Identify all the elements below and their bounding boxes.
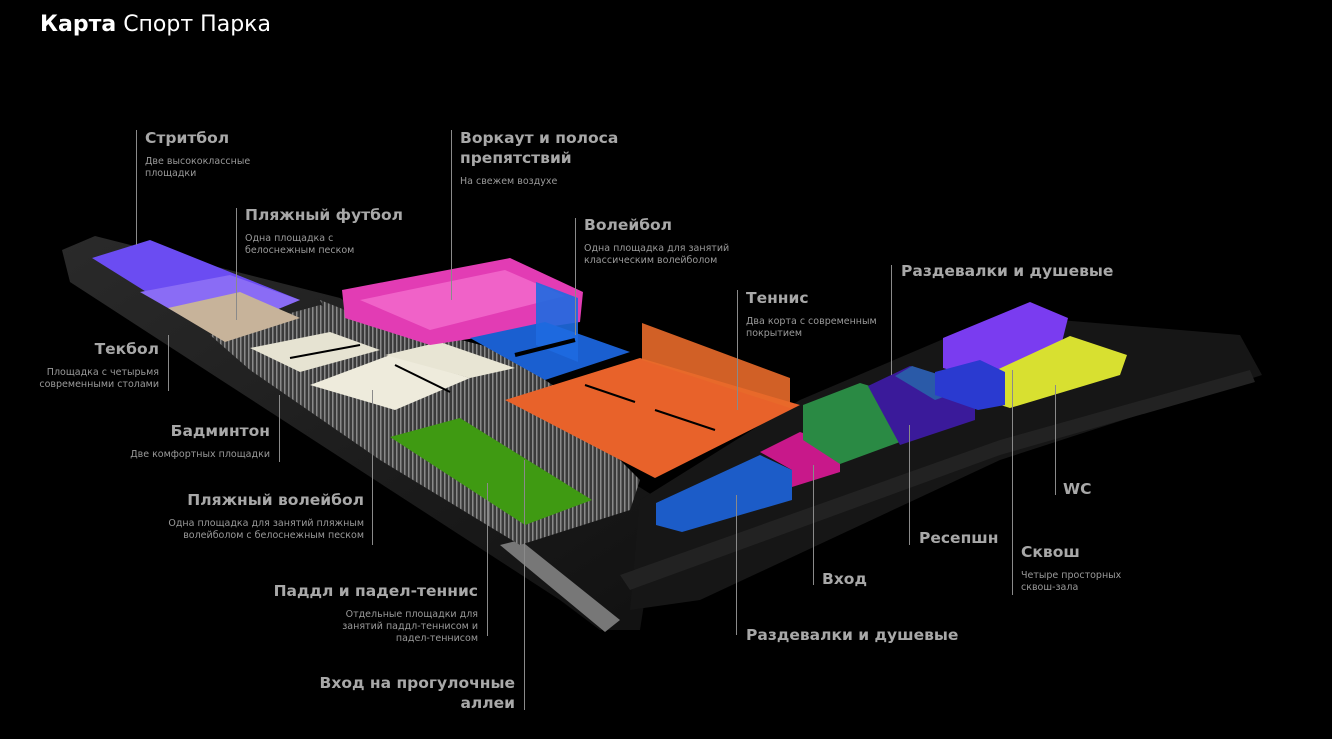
label-entrance[interactable]: Вход — [822, 569, 902, 589]
zone-desc: Четыре просторных сквош-зала — [1021, 570, 1122, 593]
building-squash[interactable] — [975, 336, 1127, 408]
leader-line — [279, 395, 280, 462]
zone-title: Паддл и падел-теннис — [273, 582, 478, 600]
building-locker-top[interactable] — [803, 383, 900, 464]
label-reception[interactable]: Ресепшн — [919, 528, 1019, 548]
leader-line — [524, 460, 525, 710]
zone-badminton-2 — [385, 342, 515, 378]
zone-title: Текбол — [94, 340, 159, 358]
leader-line — [736, 495, 737, 635]
zone-title: Пляжный волейбол — [187, 491, 364, 509]
zone-teqball[interactable] — [250, 332, 380, 372]
leader-line — [813, 465, 814, 585]
leader-line — [236, 208, 237, 320]
label-locker-top[interactable]: Раздевалки и душевые — [901, 261, 1141, 281]
title-bold: Карта — [40, 12, 117, 37]
zone-desc: Отдельные площадки для занятий паддл-тен… — [342, 609, 478, 644]
zone-tennis[interactable] — [505, 358, 800, 478]
page-title: Карта Спорт Парка — [40, 12, 271, 37]
zone-title: Раздевалки и душевые — [901, 262, 1114, 280]
road-right — [620, 370, 1255, 590]
zone-desc: Одна площадка для занятий пляжным волейб… — [168, 518, 364, 541]
zone-tennis-wall — [642, 323, 790, 408]
zone-title: Вход — [822, 570, 867, 588]
building-wc[interactable] — [943, 302, 1068, 380]
leader-line — [372, 390, 373, 545]
label-alley-entrance[interactable]: Вход на прогулочные аллеи — [310, 673, 515, 713]
label-volleyball[interactable]: Волейбол Одна площадка для занятий класс… — [584, 215, 734, 267]
zone-title: Волейбол — [584, 216, 673, 234]
leader-line — [1012, 370, 1013, 595]
label-teqball[interactable]: Текбол Площадка с четырьмя современными … — [20, 339, 159, 391]
zone-desc: Площадка с четырьмя современными столами — [39, 367, 159, 390]
leader-line — [909, 425, 910, 545]
zone-desc: Две высококлассные площадки — [145, 156, 251, 179]
label-streetball[interactable]: Стритбол Две высококлассные площадки — [145, 128, 275, 180]
zone-title: Вход на прогулочные аллеи — [319, 674, 515, 712]
zone-desc: Два корта с современным покрытием — [746, 316, 877, 339]
zone-title: Стритбол — [145, 129, 230, 147]
label-tennis[interactable]: Теннис Два корта с современным покрытием — [746, 288, 886, 340]
zone-beach-football[interactable] — [168, 292, 300, 342]
zone-volleyball-floor[interactable] — [470, 322, 630, 380]
zone-desc: Одна площадка для занятий классическим в… — [584, 243, 730, 266]
leader-line — [891, 265, 892, 375]
zone-title: Бадминтон — [170, 422, 270, 440]
leader-line — [1055, 385, 1056, 495]
label-beach-volleyball[interactable]: Пляжный волейбол Одна площадка для занят… — [164, 490, 364, 542]
zone-title: WC — [1063, 480, 1092, 498]
leader-line — [168, 335, 169, 391]
zone-badminton[interactable] — [310, 355, 470, 410]
label-paddle[interactable]: Паддл и падел-теннис Отдельные площадки … — [250, 581, 478, 645]
zone-desc: На свежем воздухе — [460, 176, 558, 187]
zone-title: Сквош — [1021, 543, 1080, 561]
zone-title: Раздевалки и душевые — [746, 626, 959, 644]
building-locker-bottom[interactable] — [656, 455, 792, 532]
label-beach-football[interactable]: Пляжный футбол Одна площадка с белоснежн… — [245, 205, 403, 257]
zone-title: Ресепшн — [919, 529, 999, 547]
zone-workout-inner — [360, 270, 565, 330]
zone-desc: Две комфортных площадки — [130, 449, 270, 460]
building-blue-link — [935, 360, 1005, 410]
zone-title: Пляжный футбол — [245, 206, 403, 224]
label-badminton[interactable]: Бадминтон Две комфортных площадки — [100, 421, 270, 461]
leader-line — [737, 290, 738, 410]
title-rest: Спорт Парка — [123, 12, 271, 37]
zone-title: Теннис — [746, 289, 809, 307]
leader-line — [575, 218, 576, 335]
label-wc[interactable]: WC — [1063, 479, 1123, 499]
leader-line — [136, 130, 137, 245]
label-squash[interactable]: Сквош Четыре просторных сквош-зала — [1021, 542, 1141, 594]
zone-title: Воркаут и полоса препятствий — [460, 129, 619, 167]
zone-desc: Одна площадка с белоснежным песком — [245, 233, 355, 256]
road-strip — [500, 540, 620, 632]
label-locker-bottom[interactable]: Раздевалки и душевые — [746, 625, 986, 645]
label-workout[interactable]: Воркаут и полоса препятствий На свежем в… — [460, 128, 630, 188]
leader-line — [451, 130, 452, 300]
leader-line — [487, 483, 488, 636]
zone-beach-volleyball[interactable] — [390, 418, 592, 525]
